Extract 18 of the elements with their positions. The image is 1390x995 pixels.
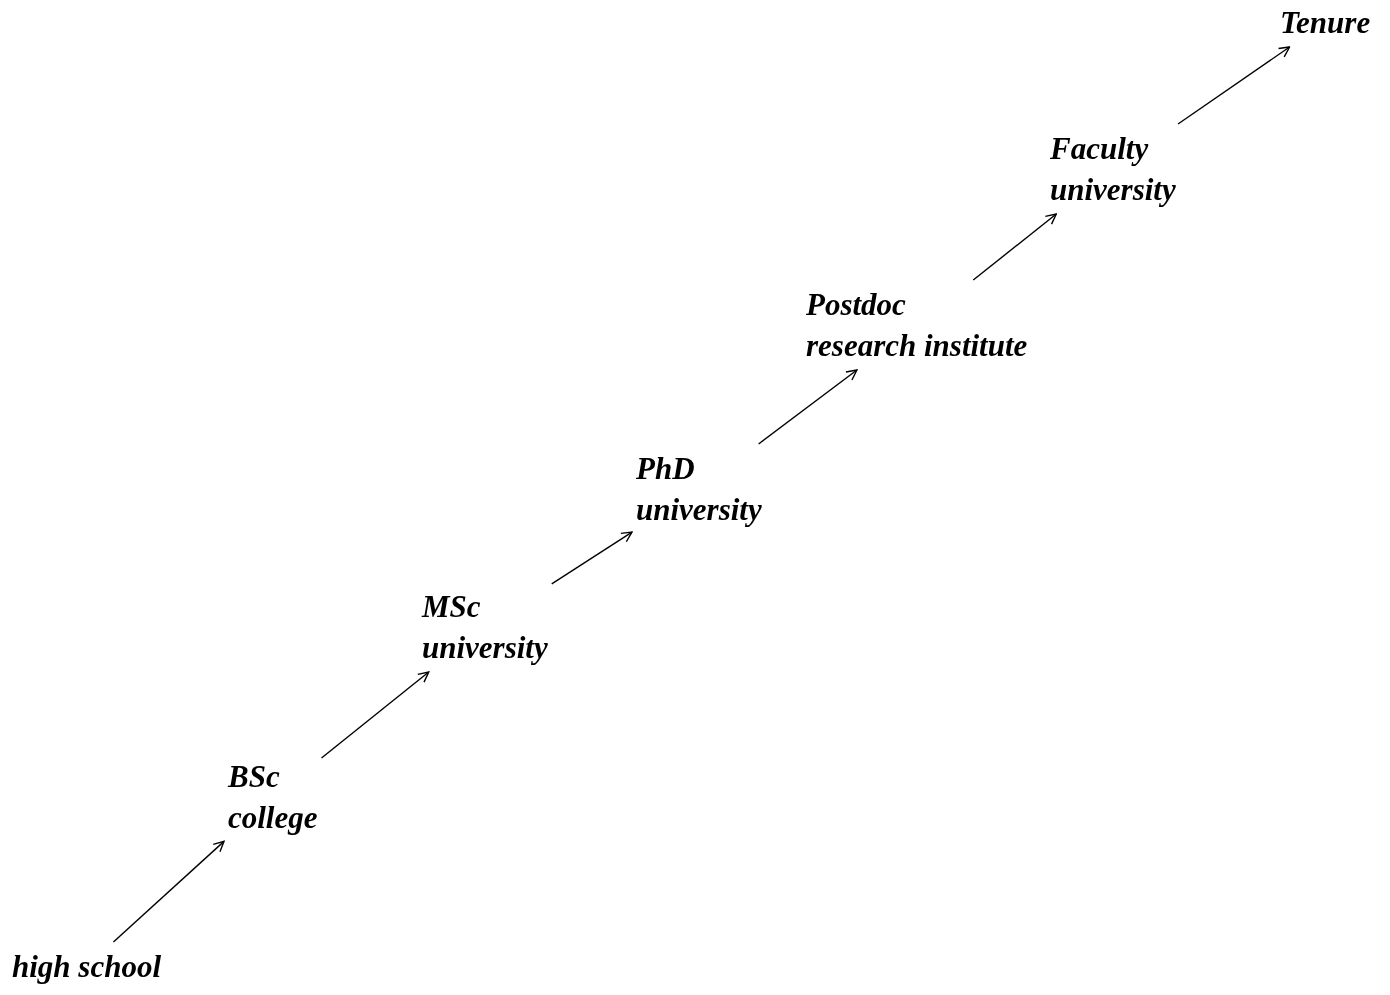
stage-title: MSc <box>422 588 482 626</box>
stage-place: research institute <box>806 327 1028 365</box>
stage-title: Tenure <box>1280 4 1371 42</box>
arrow <box>320 671 430 759</box>
stage-title: high school <box>12 948 162 986</box>
stage-place: college <box>228 799 318 837</box>
stage-title: BSc <box>228 758 281 796</box>
arrow <box>112 840 225 943</box>
arrow <box>757 369 858 445</box>
stage-title: Faculty <box>1050 130 1150 168</box>
stage-title: PhD <box>636 450 696 488</box>
stage-title: Postdoc <box>806 286 907 324</box>
arrow <box>1177 46 1291 125</box>
arrow <box>551 531 633 585</box>
stage-place: university <box>422 629 548 667</box>
stage-place: university <box>636 491 762 529</box>
stage-place: university <box>1050 171 1176 209</box>
arrow <box>972 213 1057 281</box>
